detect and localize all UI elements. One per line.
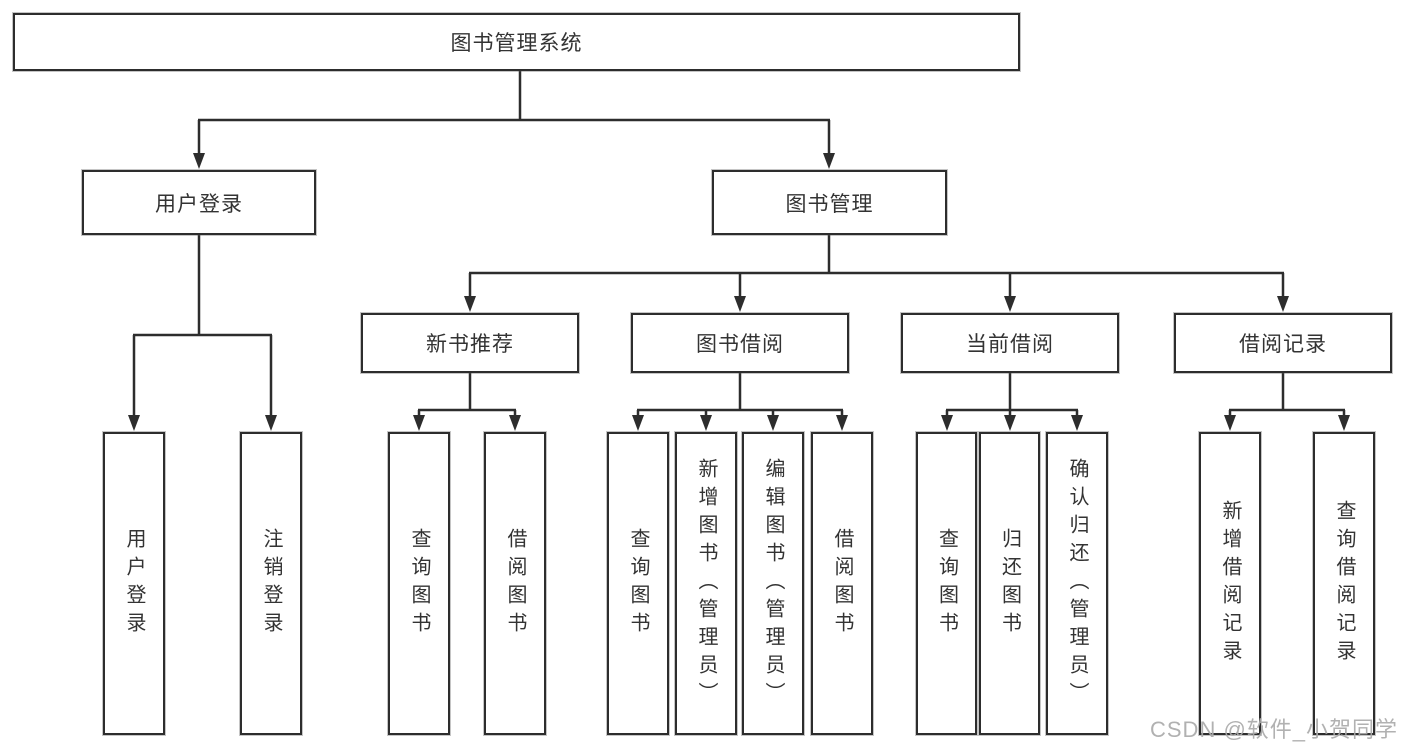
node-label: 当前借阅: [966, 333, 1054, 356]
leaf-current-return-book: 归还图书: [979, 432, 1040, 735]
node-root: 图书管理系统: [13, 13, 1020, 71]
node-label: 新增借阅记录: [1219, 499, 1241, 668]
node-label: 编辑图书（管理员）: [762, 457, 784, 710]
csdn-watermark: CSDN @软件_小贺同学: [1150, 717, 1399, 742]
arrowhead-icon: [632, 415, 644, 431]
leaf-current-query-book: 查询图书: [916, 432, 977, 735]
node-user-login: 用户登录: [82, 170, 316, 235]
node-label: 借阅图书: [831, 527, 853, 640]
node-label: 查询图书: [627, 527, 649, 640]
leaf-recommend-borrow-book: 借阅图书: [484, 432, 546, 735]
node-label: 图书管理系统: [450, 32, 583, 55]
node-borrow-records: 借阅记录: [1174, 313, 1392, 373]
arrowhead-icon: [1004, 296, 1016, 312]
node-book-management: 图书管理: [712, 170, 947, 235]
node-label: 查询借阅记录: [1333, 499, 1355, 668]
node-label: 归还图书: [998, 527, 1021, 640]
node-label: 用户登录: [123, 527, 145, 640]
arrowhead-icon: [265, 415, 277, 431]
arrowhead-icon: [836, 415, 848, 431]
leaf-borrow-edit-book: 编辑图书（管理员）: [742, 432, 804, 735]
node-label: 查询图书: [935, 527, 958, 640]
leaf-borrow-borrow-book: 借阅图书: [811, 432, 873, 735]
arrowhead-icon: [464, 296, 476, 312]
arrowhead-icon: [128, 415, 140, 431]
node-label: 新增图书（管理员）: [695, 457, 717, 710]
node-new-book-recommend: 新书推荐: [361, 313, 579, 373]
node-current-borrow: 当前借阅: [901, 313, 1119, 373]
arrowhead-icon: [1224, 415, 1236, 431]
arrowhead-icon: [193, 153, 205, 169]
arrowhead-icon: [823, 153, 835, 169]
arrowhead-icon: [1277, 296, 1289, 312]
node-label: 借阅记录: [1239, 333, 1327, 356]
arrowhead-icon: [1338, 415, 1350, 431]
arrowhead-icon: [509, 415, 521, 431]
node-label: 确认归还（管理员）: [1066, 457, 1088, 710]
node-label: 注销登录: [260, 527, 282, 640]
node-label: 图书管理: [785, 192, 874, 216]
leaf-current-confirm-return: 确认归还（管理员）: [1046, 432, 1108, 735]
arrowhead-icon: [941, 415, 953, 431]
arrowhead-icon: [734, 296, 746, 312]
node-label: 新书推荐: [426, 333, 514, 356]
arrowhead-icon: [700, 415, 712, 431]
arrowhead-icon: [413, 415, 425, 431]
leaf-logout: 注销登录: [240, 432, 302, 735]
leaf-borrow-add-book: 新增图书（管理员）: [675, 432, 737, 735]
leaf-records-add-record: 新增借阅记录: [1199, 432, 1261, 735]
node-label: 借阅图书: [504, 527, 526, 640]
leaf-records-query-record: 查询借阅记录: [1313, 432, 1375, 735]
node-label: 用户登录: [155, 192, 243, 216]
arrowhead-icon: [1071, 415, 1083, 431]
leaf-borrow-query-book: 查询图书: [607, 432, 669, 735]
node-label: 图书借阅: [696, 333, 784, 356]
node-label: 查询图书: [408, 527, 430, 640]
leaf-recommend-query-book: 查询图书: [388, 432, 450, 735]
arrowhead-icon: [1004, 415, 1016, 431]
leaf-user-login: 用户登录: [103, 432, 165, 735]
arrowhead-icon: [767, 415, 779, 431]
node-book-borrow: 图书借阅: [631, 313, 849, 373]
